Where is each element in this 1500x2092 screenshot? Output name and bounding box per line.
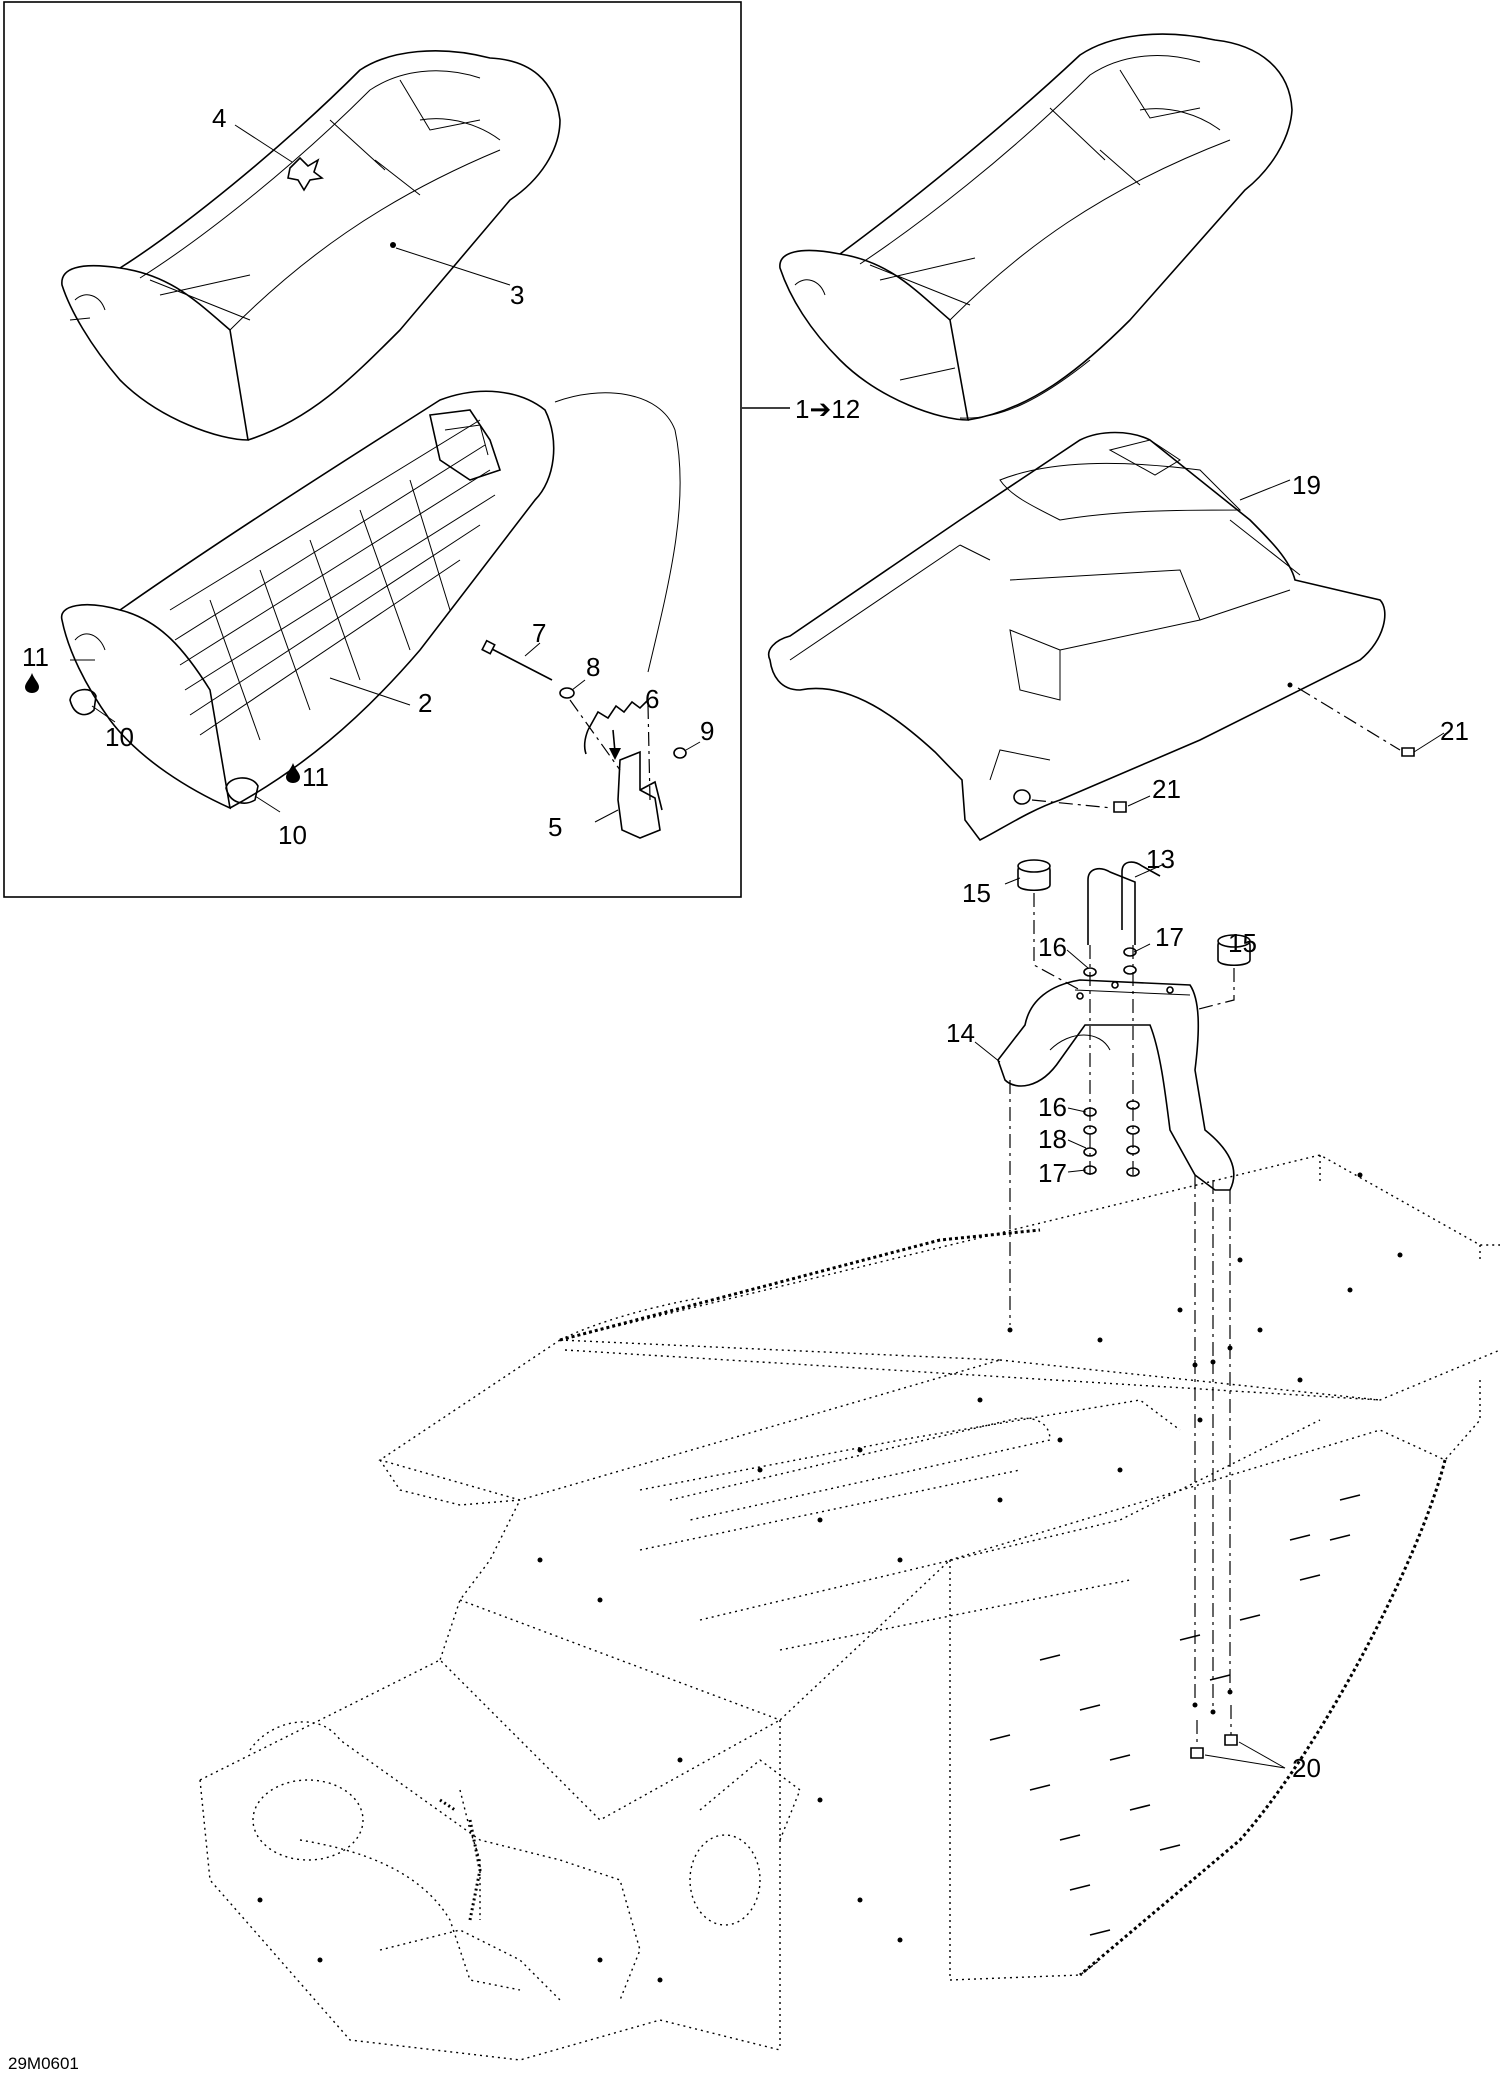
callout-3: 3 xyxy=(510,280,525,310)
drop-icon xyxy=(285,762,301,790)
u-bolt-drawing xyxy=(1087,861,1163,945)
callout-19: 19 xyxy=(1292,470,1321,500)
callout-8: 8 xyxy=(586,652,601,682)
callout-2: 2 xyxy=(418,688,433,718)
seat-assembly-inset-frame xyxy=(3,1,742,898)
callout-6: 6 xyxy=(645,684,660,714)
callout-7: 7 xyxy=(532,618,547,648)
callout-15-right: 15 xyxy=(1228,928,1257,958)
tunnel-chassis-drawing xyxy=(199,1154,1500,2061)
nut-20-drawing xyxy=(1190,1705,1286,1769)
callout-13: 13 xyxy=(1146,844,1175,874)
grab-handle-drawing xyxy=(974,979,1235,1191)
callout-17-lower: 17 xyxy=(1038,1158,1067,1188)
grommet-upper-drawing xyxy=(69,688,116,723)
mounting-centerlines xyxy=(1009,1080,1231,1710)
callout-11-upper: 11 xyxy=(22,642,49,672)
callout-10-lower: 10 xyxy=(278,820,307,850)
callout-17-upper: 17 xyxy=(1155,922,1184,952)
washers-nuts-drawing xyxy=(1066,943,1151,1177)
seat-cover-drawing xyxy=(61,50,561,441)
callout-10-upper: 10 xyxy=(105,722,134,752)
callout-21-lower: 21 xyxy=(1152,774,1181,804)
latch-hardware-drawing xyxy=(481,639,701,839)
callout-16-lower: 16 xyxy=(1038,1092,1067,1122)
callout-11-lower: 11 xyxy=(302,762,329,792)
seat-base-drawing xyxy=(60,390,681,810)
callout-16-upper: 16 xyxy=(1038,932,1067,962)
callout-21-upper: 21 xyxy=(1440,716,1469,746)
drop-icon xyxy=(24,672,40,700)
callout-14: 14 xyxy=(946,1018,975,1048)
callout-15-left: 15 xyxy=(962,878,991,908)
callout-5: 5 xyxy=(548,812,563,842)
bumper-15-drawing xyxy=(1004,859,1251,1011)
rear-cover-drawing xyxy=(768,431,1386,842)
screw-21-drawing xyxy=(1031,687,1445,813)
callout-18: 18 xyxy=(1038,1124,1067,1154)
grommet-lower-drawing xyxy=(225,777,281,813)
callout-1-12: 1➔12 xyxy=(795,394,861,424)
drawing-code: 29M0601 xyxy=(8,2054,79,2073)
callout-20: 20 xyxy=(1292,1753,1321,1783)
callout-9: 9 xyxy=(700,716,715,746)
callout-4: 4 xyxy=(212,103,227,133)
complete-seat-drawing xyxy=(742,33,1293,421)
